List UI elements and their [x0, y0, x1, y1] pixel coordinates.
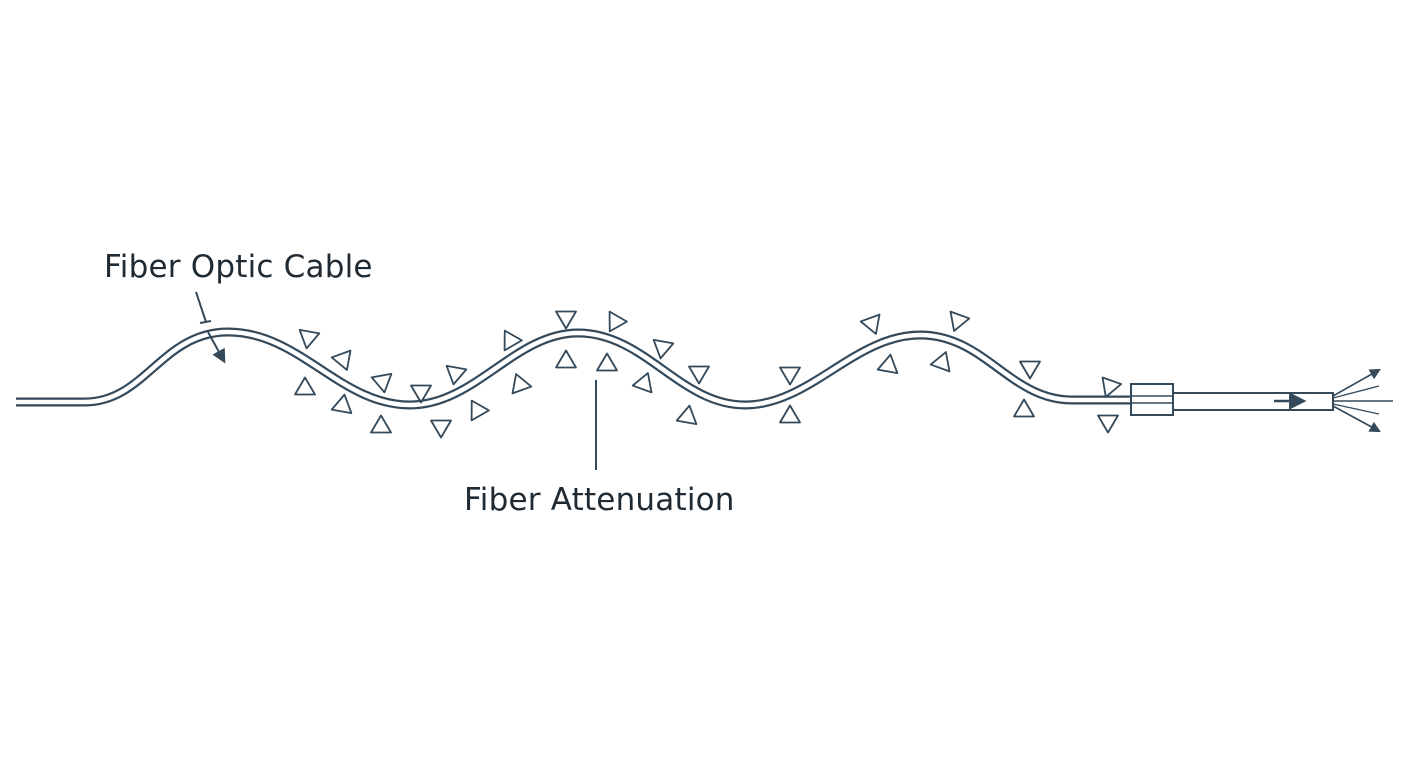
- scatter-triangle-icon: [1101, 376, 1123, 398]
- scatter-triangle-icon: [555, 349, 577, 369]
- scatter-triangle-icon: [596, 352, 618, 372]
- scatter-triangle-icon: [675, 404, 698, 426]
- cable-leader: [195, 291, 226, 364]
- fiber-optic-cable: [16, 327, 1133, 410]
- cable-core: [16, 329, 1133, 408]
- scatter-triangle-icon: [410, 384, 432, 404]
- scatter-triangle-icon: [779, 404, 801, 424]
- connector-body: [1130, 383, 1174, 416]
- scatter-triangle-icon: [430, 419, 452, 439]
- scatter-triangle-icon: [503, 329, 523, 352]
- connector: [1130, 383, 1334, 416]
- scatter-triangle-icon: [929, 351, 951, 373]
- scatter-triangle-icon: [294, 376, 316, 396]
- scatter-triangle-icon: [370, 414, 392, 434]
- fiber-attenuation-label: Fiber Attenuation: [464, 482, 735, 518]
- output-ray: [1332, 405, 1381, 433]
- output-ray: [1332, 368, 1381, 397]
- scatter-triangle-icon: [688, 365, 710, 385]
- scatter-triangle-icon: [445, 364, 468, 386]
- scattering-markers: [294, 310, 1123, 439]
- output-ray: [1332, 385, 1380, 399]
- scatter-triangle-icon: [876, 353, 899, 375]
- scatter-triangle-icon: [1019, 360, 1041, 380]
- fiber-optic-cable-label: Fiber Optic Cable: [104, 249, 373, 285]
- scatter-triangle-icon: [330, 349, 352, 371]
- cable-leader-arrow: [207, 331, 226, 364]
- scatter-triangle-icon: [511, 373, 533, 395]
- scatter-triangle-icon: [1097, 414, 1119, 434]
- scatter-triangle-icon: [652, 338, 675, 360]
- scatter-triangle-icon: [555, 310, 577, 330]
- scatter-triangle-icon: [631, 372, 653, 394]
- scatter-triangle-icon: [298, 328, 321, 350]
- scatter-triangle-icon: [608, 310, 628, 333]
- output-rays: [1332, 368, 1393, 433]
- output-ray: [1332, 403, 1380, 415]
- cable-leader-line: [195, 291, 207, 323]
- scatter-triangle-icon: [1013, 398, 1035, 418]
- scatter-triangle-icon: [779, 366, 801, 386]
- scatter-triangle-icon: [330, 393, 353, 415]
- scatter-triangle-icon: [470, 399, 490, 422]
- connector-tube: [1172, 392, 1334, 411]
- scatter-triangle-icon: [859, 313, 881, 335]
- scatter-triangle-icon: [370, 372, 393, 394]
- scatter-triangle-icon: [949, 310, 971, 332]
